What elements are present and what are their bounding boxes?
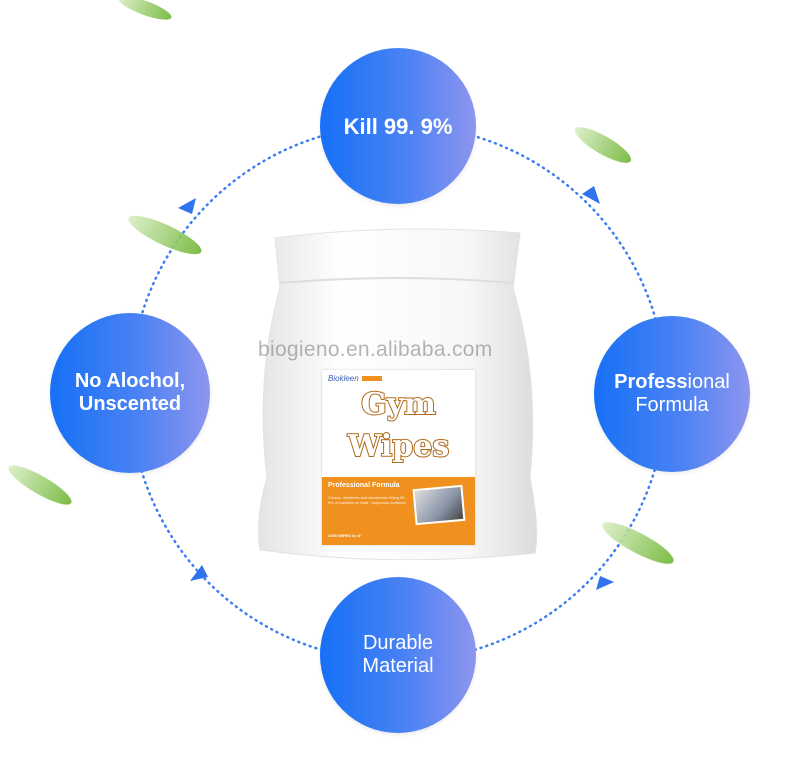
leaf-icon — [8, 465, 72, 505]
brand-logo: Biokleen — [328, 374, 382, 383]
leaf-icon — [602, 522, 674, 564]
feature-kill-circle: Kill 99. 9% — [320, 48, 476, 204]
leaf-icon — [574, 127, 632, 163]
feature-durable-line1: Durable — [362, 632, 434, 654]
feature-no-alcohol-line1: No Alochol, — [74, 370, 186, 392]
feature-durable-line2: Material — [362, 655, 434, 677]
feature-no-alcohol-circle: No Alochol, Unscented — [50, 313, 210, 473]
gym-photo — [412, 484, 466, 526]
product-description: Cleans, disinfects and deodorizes killin… — [328, 495, 406, 505]
leaf-icon — [128, 215, 202, 255]
feature-professional-line2: Formula — [635, 394, 709, 416]
feature-no-alcohol-line2: Unscented — [78, 393, 182, 415]
arrow-icon — [178, 198, 196, 214]
product-count: 1000 WIPES 6x 8" — [328, 533, 362, 538]
product-title-line2: Wipes — [347, 429, 451, 465]
arrow-icon — [190, 565, 208, 581]
leaf-icon — [118, 0, 172, 20]
label-orange-band: Professional Formula Cleans, disinfects … — [322, 477, 475, 545]
feature-durable-circle: Durable Material — [320, 577, 476, 733]
product-subtitle: Professional Formula — [328, 482, 400, 489]
feature-professional-line1: Professional — [614, 371, 730, 393]
watermark: biogieno.en.alibaba.com — [258, 338, 493, 361]
arrow-icon — [596, 576, 614, 590]
feature-professional-circle: Professional Formula — [594, 316, 750, 472]
product-label: Biokleen Gym Wipes Professional Formula … — [322, 370, 475, 545]
arrow-icon — [582, 186, 600, 204]
feature-kill-text: Kill 99. 9% — [343, 113, 453, 139]
product-title-line1: Gym — [360, 387, 437, 423]
